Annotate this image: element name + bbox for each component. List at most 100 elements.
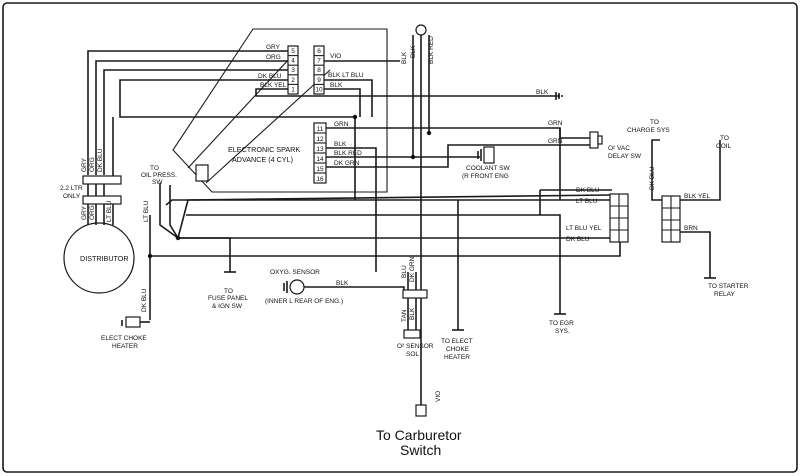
pin-15: 15 [316, 166, 324, 173]
top-wire-blkred: BLK RED [428, 36, 435, 64]
vac-wire-grn-2: GRN [548, 138, 563, 145]
module-title-line2: ADVANCE (4 CYL) [232, 155, 293, 164]
right-wire-dkblu-2: DK BLU [566, 236, 590, 243]
choke-left-label-2: HEATER [112, 343, 138, 350]
ground-wire-label: BLK [536, 89, 549, 96]
relay-wire-brn: BRN [684, 225, 698, 232]
dist-note-1: 2.2 LTR [60, 185, 83, 192]
vac-delay-label-1: O² VAC [608, 145, 630, 152]
wire-dkblu-label: DK BLU [258, 73, 282, 80]
vac-delay-label-2: DELAY SW [608, 153, 642, 160]
wire-vio-label: VIO [330, 53, 341, 60]
choke-heater-left [121, 316, 150, 328]
dist-wire-dkblu-top: DK BLU [97, 148, 104, 172]
o2-wire-tan: TAN [401, 309, 408, 322]
o2-sensor-solenoid [402, 272, 428, 339]
junction-dots [147, 114, 432, 259]
right-pin-wires [324, 60, 400, 117]
charge-label-2: CHARGE SYS [627, 127, 670, 134]
pin-4: 4 [291, 58, 295, 65]
pin-10: 10 [315, 86, 323, 93]
distributor-connector-bottom [82, 195, 122, 205]
pin-7: 7 [317, 58, 321, 65]
wire-org-label: ORG [266, 54, 281, 61]
wire-blkred-label: BLK RED [334, 150, 362, 157]
left-pin-column: 5 4 3 2 1 [287, 45, 299, 95]
distributor-connector-top [82, 175, 122, 185]
wire-blkltblu-label: BLK LT BLU [328, 72, 364, 79]
coil-label-2: COIL [716, 143, 732, 150]
dist-wire-org-top: ORG [89, 157, 96, 172]
charge-wire: DK BLU [649, 166, 656, 190]
carb-switch-label-2: Switch [400, 442, 441, 458]
module-connector [195, 164, 209, 182]
egr-label-2: SYS. [555, 328, 570, 335]
choke-left-label-1: ELECT CHOKE [101, 335, 147, 342]
right-pin-column: 6 7 8 9 10 [313, 45, 325, 95]
dist-note-2: ONLY [63, 193, 81, 200]
wire-ltblu-label: BLK YEL [260, 82, 287, 89]
top-wire-blk-2: BLK [410, 45, 417, 58]
pin-5: 5 [291, 48, 295, 55]
distributor-label: DISTRIBUTOR [80, 254, 129, 263]
pin-9: 9 [317, 77, 321, 84]
fuse-label-2: FUSE PANEL [208, 295, 248, 302]
dist-wire-ltblu-bottom: LT BLU [106, 200, 113, 222]
oil-press-label-2: OIL PRESS. [141, 172, 177, 179]
o2-sol-label-1: O² SENSOR [397, 343, 434, 350]
right-wire-dkblu-1: DK BLU [576, 187, 600, 194]
lower-pin-column: 11 12 13 14 15 16 [313, 122, 327, 184]
left-pin-wires [87, 50, 560, 200]
lower-pin-wires [326, 127, 590, 272]
pin-14: 14 [316, 156, 324, 163]
oil-press-label-1: TO [150, 165, 159, 172]
dist-wire-gry-top: GRY [81, 157, 88, 172]
wire-blk-lower-label: BLK [334, 141, 347, 148]
coolant-switch [477, 146, 495, 164]
oxyg-sensor [283, 279, 405, 295]
wire-dkgrn-label: DK GRN [334, 160, 360, 167]
wire-grn-label: GRN [334, 121, 349, 128]
pin-2: 2 [291, 77, 295, 84]
charge-label-1: TO [650, 119, 659, 126]
choke-mid-label-1: TO ELECT [441, 338, 473, 345]
pin-13: 13 [316, 146, 324, 153]
starter-label-1: TO STARTER [708, 283, 749, 290]
pin-1: 1 [291, 86, 295, 93]
top-connector [415, 24, 427, 36]
o2-wire-blk: BLK [409, 307, 416, 320]
oxyg-label-1: OXYG. SENSOR [270, 269, 320, 276]
choke-left-wire: DK BLU [141, 288, 148, 312]
oxyg-wire: BLK [336, 280, 349, 287]
o2-sol-label-2: SOL [406, 351, 419, 358]
module-title-line1: ELECTRONIC SPARK [228, 145, 300, 154]
carb-connector [415, 404, 427, 417]
distributor [63, 222, 135, 294]
right-wire-ltbluyel: LT BLU YEL [566, 225, 602, 232]
fuse-label-3: & IGN SW [212, 303, 243, 310]
relay-wire-blkyel: BLK YEL [684, 193, 711, 200]
oxyg-label-2: (INNER L REAR OF ENG.) [265, 298, 343, 305]
o2-wire-dkgrn: DK GRN [409, 256, 416, 282]
ground-symbol-top [555, 92, 563, 100]
dist-wire-org-bottom: ORG [89, 205, 96, 220]
choke-mid-label-2: CHOKE [446, 346, 470, 353]
esa-module-outline [172, 28, 388, 193]
egr-label-1: TO EGR [549, 320, 574, 327]
pin-3: 3 [291, 67, 295, 74]
coil-label-1: TO [720, 135, 729, 142]
starter-label-2: RELAY [714, 291, 735, 298]
fuse-label-1: TO [224, 288, 233, 295]
top-wire-blk-1: BLK [401, 51, 408, 64]
wire-blk-label: BLK [330, 82, 343, 89]
dist-wire-gry-bottom: GRY [81, 205, 88, 220]
pin-8: 8 [317, 67, 321, 74]
module-crease-2 [205, 69, 331, 184]
right-wire-ltblu: LT BLU [576, 198, 598, 205]
coolant-label-1: COOLANT SW [466, 165, 510, 172]
vac-wire-grn-1: GRN [548, 120, 563, 127]
top-vertical-wires [412, 35, 430, 405]
